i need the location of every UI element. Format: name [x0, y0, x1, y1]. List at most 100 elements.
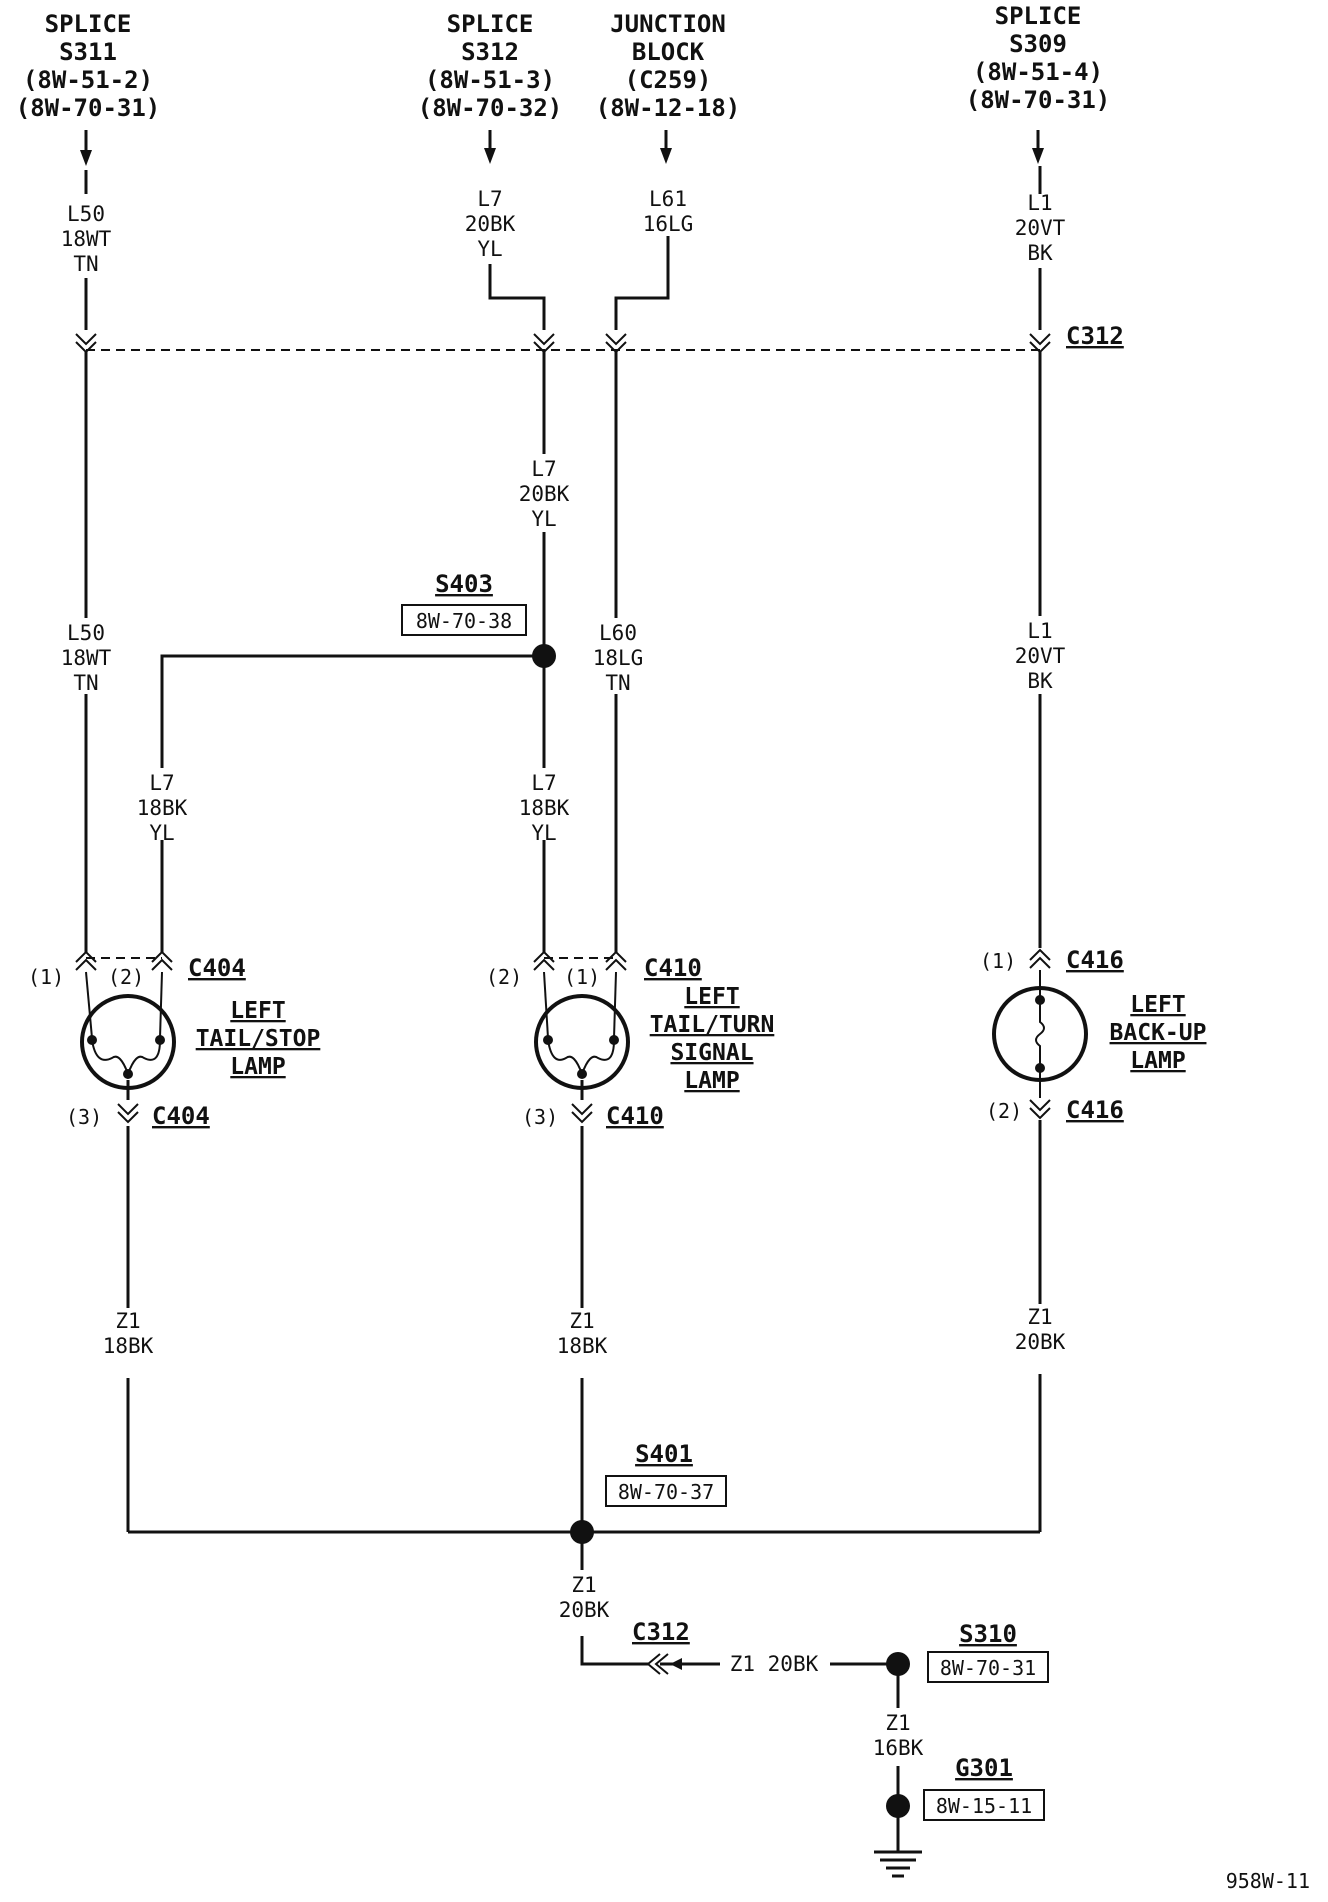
wire-label-line: YL	[477, 237, 502, 261]
splice-name: G301	[955, 1754, 1013, 1782]
wire-label-line: 20BK	[1015, 1330, 1066, 1354]
component-label: TAIL/TURN	[650, 1012, 775, 1038]
wire-label-line: Z1	[115, 1309, 140, 1333]
connector-c312-top: C312	[75, 322, 1124, 354]
wire-label-l7-top: L7 20BK YL	[465, 187, 516, 261]
splice-ref: 8W-70-37	[618, 1480, 714, 1504]
pin-label: (1)	[980, 949, 1016, 973]
top-wires	[84, 166, 1042, 330]
wire-label-line: TN	[73, 252, 98, 276]
wire-label-line: 16LG	[643, 212, 694, 236]
wire-label-l50-top: L50 18WT TN	[61, 202, 112, 276]
header-line: (8W-12-18)	[596, 94, 741, 122]
source-splice-s311: SPLICE S311 (8W-51-2) (8W-70-31)	[16, 10, 161, 122]
ground-g301: G301 8W-15-11	[874, 1754, 1045, 1878]
wire-label-l60-mid: L60 18LG TN	[593, 621, 644, 695]
wire-label-line: 20BK	[465, 212, 516, 236]
wire-label-line: YL	[531, 821, 556, 845]
component-label: LAMP	[1130, 1048, 1185, 1074]
wire-label-line: L1	[1027, 191, 1052, 215]
wire-label-z1-ground: Z1 16BK	[873, 1711, 924, 1760]
wire-label-line: Z1	[885, 1711, 910, 1735]
wire-label-line: 20VT	[1015, 216, 1066, 240]
component-label: LAMP	[684, 1068, 739, 1094]
wire-label-line: 18WT	[61, 646, 112, 670]
component-label: LEFT	[684, 984, 739, 1010]
wire-label-line: YL	[149, 821, 174, 845]
wire-label-line: L50	[67, 621, 105, 645]
ground-symbol-icon	[874, 1850, 922, 1878]
wire-label-l7-center: L7 18BK YL	[519, 771, 570, 845]
splice-name: S403	[435, 570, 493, 598]
wire-label-l1-mid: L1 20VT BK	[1015, 619, 1066, 693]
wire-label-l7-mid: L7 20BK YL	[519, 457, 570, 531]
header-line: (C259)	[625, 66, 712, 94]
header-line: (8W-51-4)	[973, 58, 1103, 86]
wire-label-line: 20BK	[559, 1598, 610, 1622]
component-label: SIGNAL	[670, 1040, 753, 1066]
connector-label: C404	[188, 954, 246, 982]
header-line: (8W-70-31)	[966, 86, 1111, 114]
splice-name: S401	[635, 1440, 693, 1468]
splice-s310: S310 8W-70-31	[886, 1620, 1049, 1683]
source-junction-block-c259: JUNCTION BLOCK (C259) (8W-12-18)	[596, 10, 741, 122]
wire-label-line: TN	[605, 671, 630, 695]
wire-label-line: L61	[649, 187, 687, 211]
wire-label-line: L50	[67, 202, 105, 226]
source-splice-s312: SPLICE S312 (8W-51-3) (8W-70-32)	[418, 10, 563, 122]
header-line: BLOCK	[632, 38, 705, 66]
connector-label: C416	[1066, 946, 1124, 974]
wire-label-l7-left: L7 18BK YL	[137, 771, 188, 845]
wire-label-l61-top: L61 16LG	[643, 187, 694, 236]
splice-dot	[570, 1520, 594, 1544]
source-splice-s309: SPLICE S309 (8W-51-4) (8W-70-31)	[966, 2, 1111, 114]
connector-c312-bottom: C312	[632, 1618, 690, 1675]
splice-dot	[532, 644, 556, 668]
splice-ref: 8W-70-38	[416, 609, 512, 633]
pin-label: (2)	[108, 965, 144, 989]
wire-label-line: BK	[1027, 241, 1053, 265]
pin-label: (2)	[986, 1099, 1022, 1123]
source-arrows	[80, 130, 1044, 166]
wire-label-line: Z1	[569, 1309, 594, 1333]
header-line: JUNCTION	[610, 10, 726, 38]
component-label: LEFT	[230, 998, 285, 1024]
wire-label-line: 18BK	[103, 1334, 154, 1358]
splice-name: S310	[959, 1620, 1017, 1648]
wire-label-line: L7	[477, 187, 502, 211]
wire-label-line: 18BK	[557, 1334, 608, 1358]
lamp-left-back-up: (1) C416 LEFT BACK-UP LAMP (2) C416	[980, 946, 1206, 1124]
splice-ref: 8W-70-31	[940, 1656, 1036, 1680]
wire-label-line: L7	[531, 457, 556, 481]
component-label: LEFT	[1130, 992, 1185, 1018]
header-line: (8W-51-3)	[425, 66, 555, 94]
component-label: BACK-UP	[1110, 1020, 1207, 1046]
wire-label-line: 18LG	[593, 646, 644, 670]
header-line: SPLICE	[447, 10, 534, 38]
header-line: SPLICE	[995, 2, 1082, 30]
ground-wires	[126, 1120, 1042, 1806]
wire-label-line: Z1	[1027, 1305, 1052, 1329]
figure-number: 958W-11	[1226, 1869, 1310, 1893]
splice-ref-box	[401, 604, 527, 636]
wire-label-line: 18WT	[61, 227, 112, 251]
wire-label-line: L7	[149, 771, 174, 795]
wire-label-line: Z1	[571, 1573, 596, 1597]
connector-label: C312	[1066, 322, 1124, 350]
wire-label-z1-s401-down: Z1 20BK	[559, 1573, 610, 1622]
pin-label: (1)	[564, 965, 600, 989]
pin-label: (2)	[486, 965, 522, 989]
lamp-left-tail-turn-signal: (2) (1) C410 LEFT TAIL/TURN SIGNAL LAMP …	[486, 950, 775, 1130]
wire-label-line: 16BK	[873, 1736, 924, 1760]
wire-label-line: YL	[531, 507, 556, 531]
wire-label-z1-left: Z1 18BK	[103, 1309, 154, 1358]
pin-label: (3)	[522, 1105, 558, 1129]
splice-dot	[886, 1652, 910, 1676]
component-label: TAIL/STOP	[196, 1026, 321, 1052]
connector-label: C404	[152, 1102, 210, 1130]
wire-label-l1-top: L1 20VT BK	[1015, 191, 1066, 265]
header-line: (8W-70-32)	[418, 94, 563, 122]
connector-label: C410	[606, 1102, 664, 1130]
header-line: S311	[59, 38, 117, 66]
